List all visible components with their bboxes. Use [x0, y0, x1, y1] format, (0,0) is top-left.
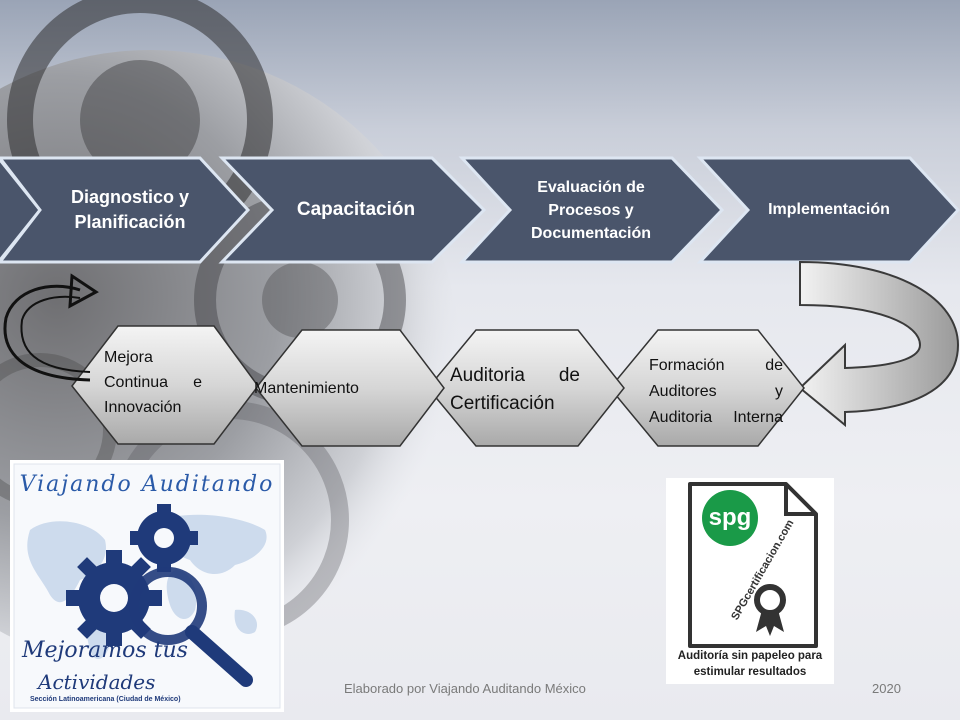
footer-year: 2020	[872, 681, 901, 696]
bottom-chevrons	[71, 325, 805, 447]
viajando-auditando-logo: Viajando Auditando Mejoramos tus Activid…	[10, 460, 284, 712]
spg-caption-1: Auditoría sin papeleo para	[677, 650, 823, 662]
chevron-capacitacion	[218, 156, 487, 264]
spg-badge-text: spg	[708, 504, 752, 531]
magnifier-icon	[129, 567, 253, 687]
spg-caption-2: estimular resultados	[693, 666, 807, 678]
chevron-implementacion	[696, 156, 960, 264]
logo-left-title: Viajando Auditando	[19, 472, 275, 497]
award-icon	[754, 584, 786, 636]
chevron-mejora	[71, 325, 259, 445]
step-mejora-label: Mejora Continua e Innovación	[104, 348, 202, 416]
chevron-diagnostico	[0, 156, 251, 264]
step-diagnostico-label: Diagnostico y Planificación	[70, 187, 190, 232]
step-auditoria-label: Auditoria de Certificación	[450, 365, 580, 414]
logo-left-slogan-2: Actividades	[38, 670, 156, 694]
footer-credit: Elaborado por Viajando Auditando México	[344, 681, 586, 696]
logo-left-subtitle: Sección Latinoamericana (Ciudad de Méxic…	[30, 696, 181, 703]
uturn-arrow	[798, 260, 960, 428]
top-chevrons	[0, 156, 960, 264]
chevron-evaluacion	[458, 156, 725, 264]
loop-arrow-icon	[3, 273, 99, 382]
step-mantenimiento-label: Mantenimiento	[254, 380, 359, 397]
step-evaluacion-label: Evaluación de Procesos y Documentación	[530, 178, 651, 242]
step-formacion-label: Formación de Auditores y Auditoria Inter…	[649, 357, 783, 426]
logo-left-slogan-1: Mejoramos tus	[22, 638, 188, 663]
spg-certificacion-logo: spg SPGcertificacion.com Auditoría sin p…	[666, 478, 834, 684]
step-capacitacion-label: Capacitación	[296, 199, 416, 220]
step-implementacion-label: Implementación	[768, 201, 890, 218]
